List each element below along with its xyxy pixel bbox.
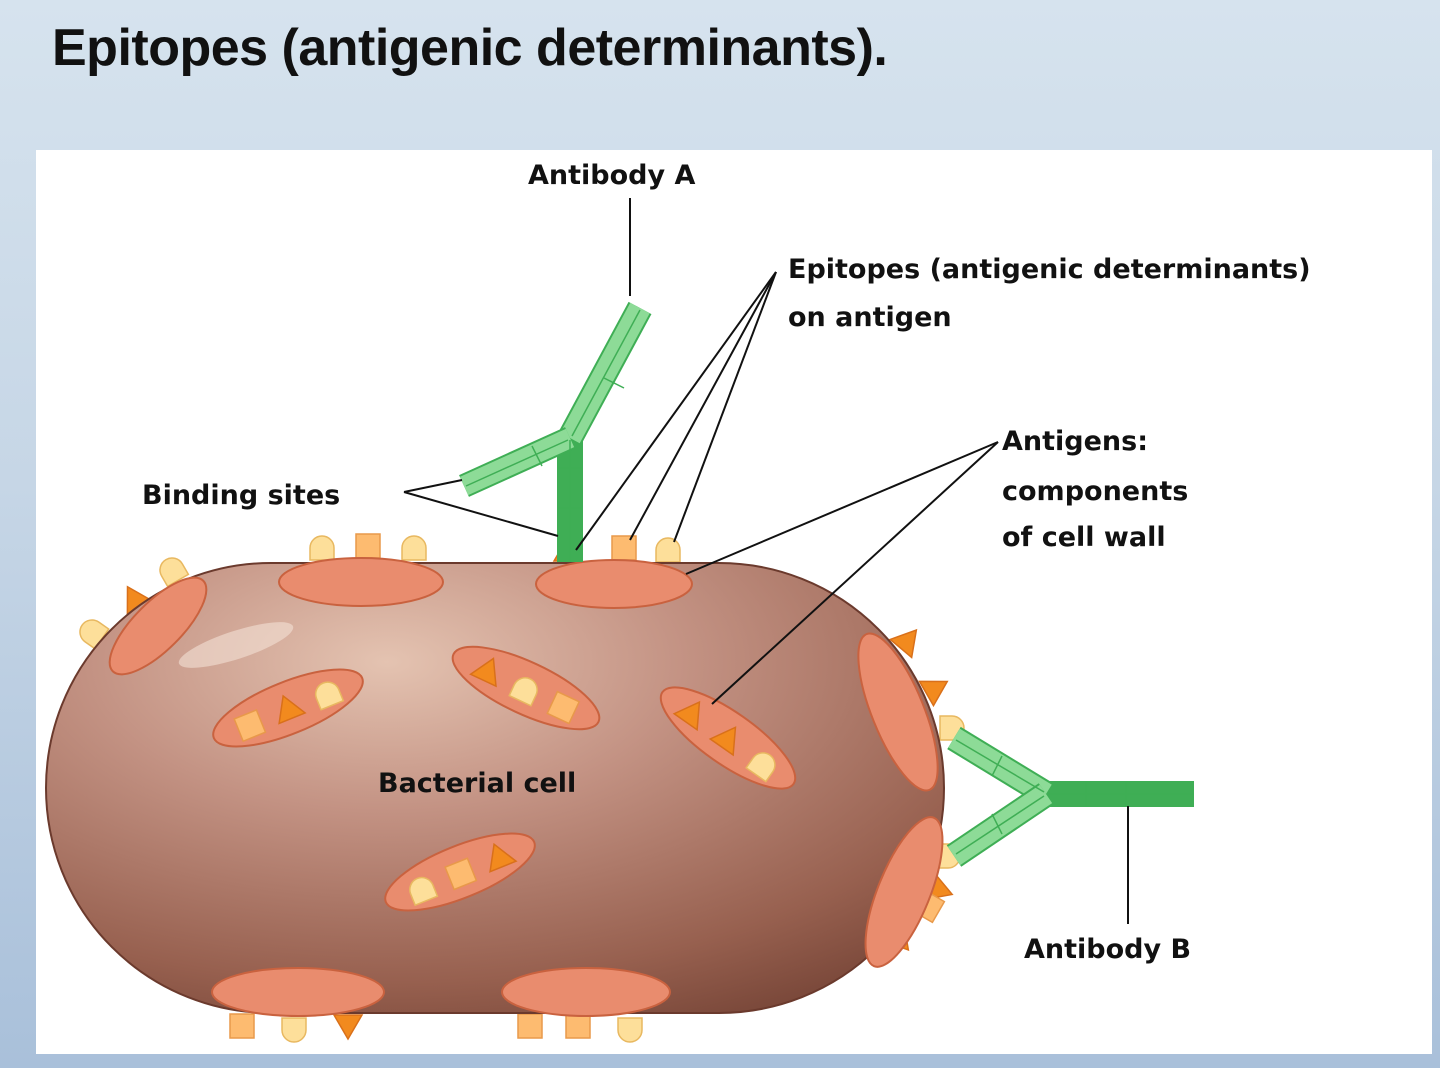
epitope-diagram: Antibody A Epitopes (antigenic determina…	[45, 160, 1311, 1043]
label-antigens-line2: components	[1002, 476, 1188, 507]
label-binding-sites: Binding sites	[142, 480, 340, 511]
perimeter-antigens	[108, 557, 944, 1017]
label-bacterial-cell: Bacterial cell	[378, 768, 576, 799]
slide-title: Epitopes (antigenic determinants).	[52, 19, 888, 77]
antibody-b	[946, 726, 1194, 867]
antibody-a	[459, 301, 652, 562]
label-antibody-b: Antibody B	[1024, 934, 1191, 965]
top-epitopes-left	[309, 533, 427, 561]
label-antibody-a: Antibody A	[528, 160, 695, 191]
figure-panel: Antibody A Epitopes (antigenic determina…	[36, 150, 1432, 1054]
label-epitopes-line2: on antigen	[788, 302, 952, 333]
label-antigens-line1: Antigens:	[1002, 426, 1148, 457]
bottom-epitopes	[229, 1013, 643, 1043]
bacterial-cell-body	[45, 562, 945, 1014]
leader-lines	[403, 198, 1129, 924]
label-epitopes-line1: Epitopes (antigenic determinants)	[788, 254, 1311, 285]
label-antigens-line3: of cell wall	[1002, 522, 1166, 553]
